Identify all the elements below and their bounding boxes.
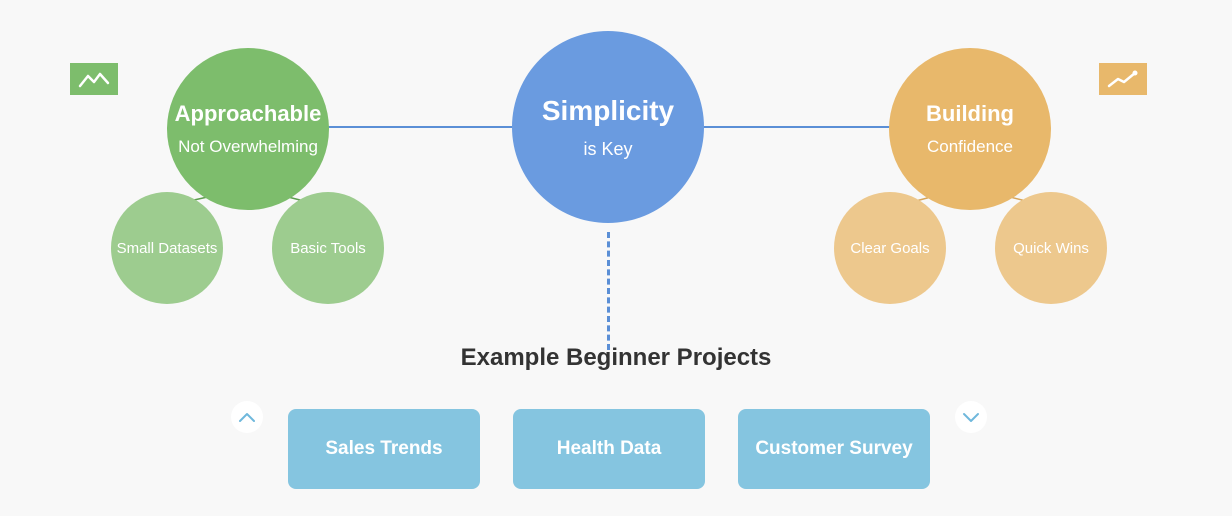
carousel-prev-button[interactable] [231,401,263,433]
node-subtitle: is Key [583,139,633,160]
project-card-sales-trends[interactable]: Sales Trends [288,409,480,489]
project-card-customer-survey[interactable]: Customer Survey [738,409,930,489]
project-card-health-data[interactable]: Health Data [513,409,705,489]
connector-left [318,126,518,128]
project-card-label: Sales Trends [325,438,443,459]
node-subtitle: Not Overwhelming [178,137,318,157]
child-label: Basic Tools [290,239,366,257]
node-title: Simplicity [541,94,675,126]
node-title: Building [926,100,1014,126]
project-card-label: Customer Survey [755,438,913,459]
child-node-clear-goals: Clear Goals [834,192,946,304]
chevron-up-icon [239,413,255,422]
line-chart-badge [70,63,118,95]
trending-up-badge [1099,63,1147,95]
node-approachable: Approachable Not Overwhelming [167,48,329,210]
chevron-down-icon [963,413,979,422]
child-label: Small Datasets [116,239,218,257]
projects-heading: Example Beginner Projects [460,344,772,371]
trending-up-icon [1107,70,1138,88]
connector-right [700,126,896,128]
child-node-quick-wins: Quick Wins [995,192,1107,304]
child-label: Clear Goals [850,239,930,257]
node-simplicity: Simplicity is Key [512,31,704,223]
child-label: Quick Wins [1013,239,1089,257]
node-subtitle: Confidence [926,137,1013,157]
node-building: Building Confidence [889,48,1051,210]
line-chart-icon [78,72,110,88]
carousel-next-button[interactable] [955,401,987,433]
project-card-label: Health Data [556,438,662,459]
connector-dashed [607,232,610,350]
child-node-small-datasets: Small Datasets [111,192,223,304]
child-node-basic-tools: Basic Tools [272,192,384,304]
node-title: Approachable [174,100,322,126]
